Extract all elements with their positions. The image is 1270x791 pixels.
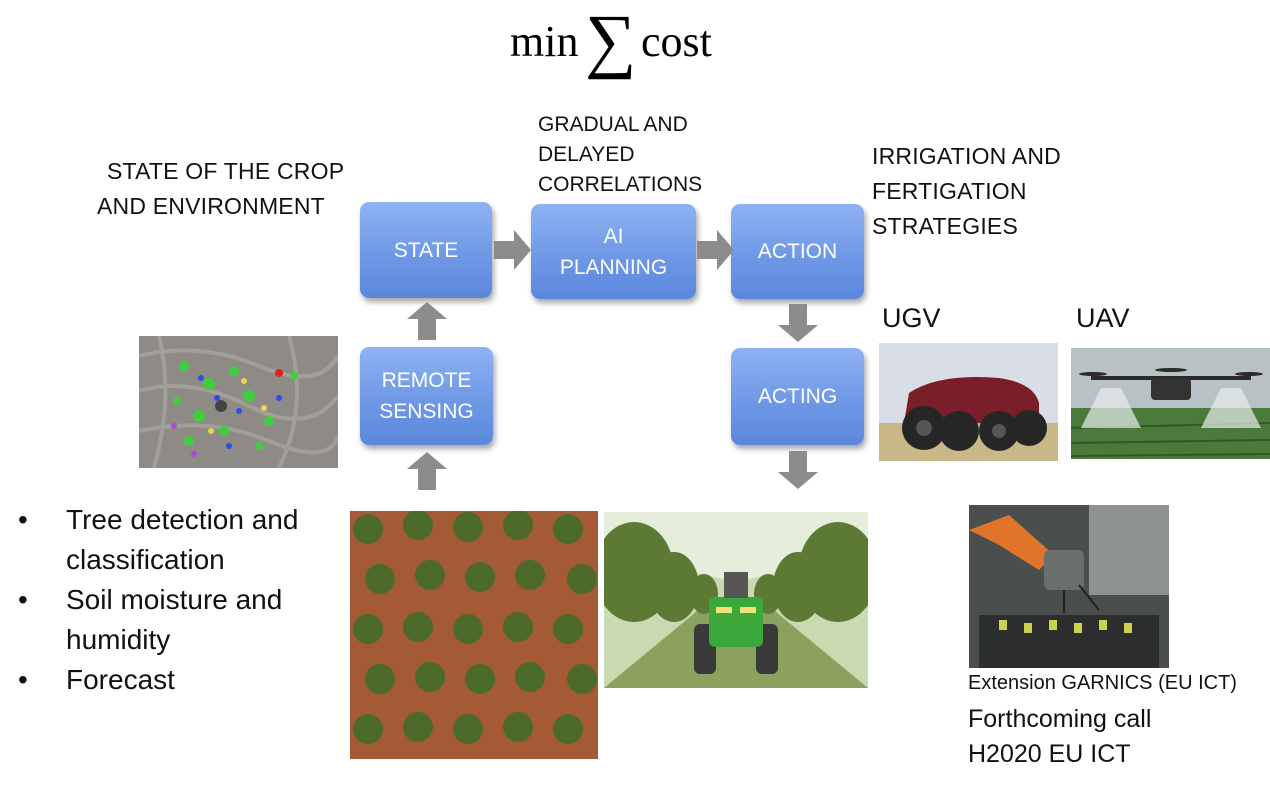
ugv-image <box>879 343 1058 461</box>
list-item-line: Soil moisture and <box>66 584 283 615</box>
call-line: Forthcoming call <box>968 705 1152 733</box>
garnics-robot-image <box>969 505 1169 668</box>
arrow-down-icon <box>778 304 818 342</box>
call-line: H2020 EU ICT <box>968 740 1131 768</box>
label-line: IRRIGATION AND <box>872 143 1061 169</box>
bullet-marker: • <box>18 664 28 695</box>
garnics-caption: Extension GARNICS (EU ICT) <box>968 672 1237 694</box>
label-line: CORRELATIONS <box>538 173 703 196</box>
box-label: REMOTE <box>381 369 472 392</box>
box-label: AI <box>603 224 624 248</box>
label-line: DELAYED <box>538 143 635 166</box>
list-item: • Soil moisture and humidity <box>14 580 298 660</box>
arrow-down-icon <box>778 451 818 489</box>
bullet-marker: • <box>18 504 28 535</box>
action-box: ACTION <box>731 204 864 299</box>
features-list: • Tree detection and classification • So… <box>14 500 298 700</box>
arrow-up-icon <box>407 302 447 340</box>
strategies-label: IRRIGATION AND FERTIGATION STRATEGIES <box>872 139 1061 244</box>
label-line: AND ENVIRONMENT <box>97 193 325 219</box>
arrow-right-icon <box>697 230 734 270</box>
tractor-image <box>604 512 868 688</box>
satellite-image <box>139 336 338 468</box>
forthcoming-call: Forthcoming call H2020 EU ICT <box>968 702 1151 772</box>
box-label: PLANNING <box>559 255 668 279</box>
list-item: • Forecast <box>14 660 298 700</box>
formula-min: min <box>510 17 579 66</box>
list-item-line: classification <box>66 544 225 575</box>
label-line: STRATEGIES <box>872 213 1018 239</box>
label-line: FERTIGATION <box>872 178 1027 204</box>
acting-box: ACTING <box>731 348 864 445</box>
ugv-label: UGV <box>882 303 941 333</box>
correlations-label: GRADUAL AND DELAYED CORRELATIONS <box>538 110 702 200</box>
ai-planning-box: AI PLANNING <box>531 204 696 299</box>
formula-sigma: ∑ <box>585 0 637 80</box>
label-line: GRADUAL AND <box>538 113 688 136</box>
list-item: • Tree detection and classification <box>14 500 298 580</box>
label-line: STATE OF THE CROP <box>107 158 345 184</box>
bullet-marker: • <box>18 584 28 615</box>
formula-cost: cost <box>641 17 712 66</box>
list-item-line: humidity <box>66 624 171 655</box>
uav-label: UAV <box>1076 303 1130 333</box>
list-item-line: Tree detection and <box>66 504 299 535</box>
box-label: ACTING <box>757 385 838 408</box>
arrow-up-icon <box>407 452 447 490</box>
box-label: SENSING <box>379 400 474 423</box>
remote-sensing-box: REMOTE SENSING <box>360 347 493 445</box>
box-label: ACTION <box>757 240 838 263</box>
arrow-right-icon <box>494 230 531 270</box>
uav-image <box>1071 348 1270 459</box>
list-item-line: Forecast <box>66 664 175 695</box>
cost-formula: min ∑ cost <box>505 4 735 80</box>
orchard-aerial-image <box>350 511 598 759</box>
box-label: STATE <box>393 238 459 262</box>
state-box: STATE <box>360 202 492 298</box>
state-of-crop-label: STATE OF THE CROP AND ENVIRONMENT <box>97 154 345 224</box>
